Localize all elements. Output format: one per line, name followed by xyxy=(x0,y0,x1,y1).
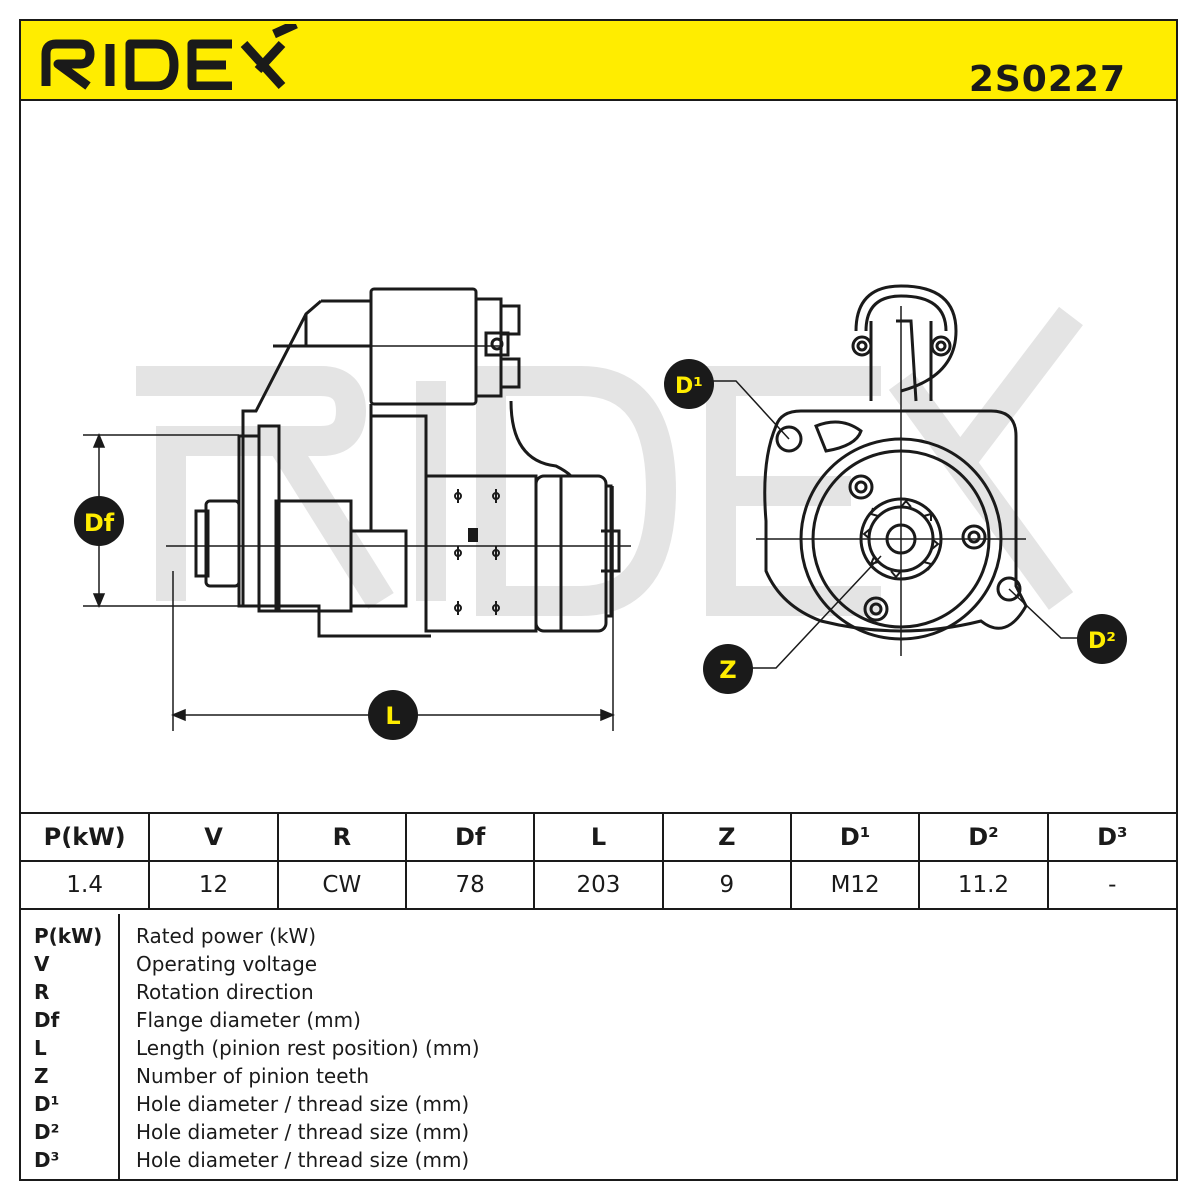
legend-desc: Flange diameter (mm) xyxy=(136,1008,361,1032)
legend-item: V Operating voltage xyxy=(21,952,1176,980)
legend-desc: Rotation direction xyxy=(136,980,314,1004)
spec-header: L xyxy=(533,812,664,862)
legend-desc: Hole diameter / thread size (mm) xyxy=(136,1148,470,1172)
legend-item: Z Number of pinion teeth xyxy=(21,1064,1176,1092)
spec-header: D² xyxy=(918,812,1049,862)
d1-label-bubble xyxy=(664,359,714,409)
spec-value: 203 xyxy=(533,860,664,910)
legend-key: Z xyxy=(34,1064,49,1088)
spec-value: 1.4 xyxy=(21,860,151,910)
starter-side-view xyxy=(166,287,631,638)
legend-item: D¹ Hole diameter / thread size (mm) xyxy=(21,1092,1176,1120)
d2-label-bubble xyxy=(1077,614,1127,664)
legend-desc: Operating voltage xyxy=(136,952,318,976)
legend-key: D¹ xyxy=(34,1092,60,1116)
l-label: L xyxy=(385,702,400,730)
legend-item: D³ Hole diameter / thread size (mm) xyxy=(21,1148,1176,1176)
spec-value: M12 xyxy=(789,860,921,910)
specs-value-row: 1.4 12 CW 78 203 9 M12 11.2 - xyxy=(21,860,1176,910)
specs-table: P(kW) V R Df L Z D¹ D² D³ 1.4 12 CW 78 2… xyxy=(21,812,1176,910)
df-label: Df xyxy=(84,509,115,537)
legend-key: D² xyxy=(34,1120,60,1144)
spec-header: D³ xyxy=(1046,812,1176,862)
spec-header: P(kW) xyxy=(21,812,151,862)
legend-key: R xyxy=(34,980,50,1004)
l-label-bubble xyxy=(368,690,418,740)
spec-value: CW xyxy=(276,860,407,910)
spec-value: 9 xyxy=(661,860,792,910)
legend-key: P(kW) xyxy=(34,924,103,948)
spec-header: Z xyxy=(661,812,792,862)
starter-front-view xyxy=(756,284,1028,656)
spec-value: 78 xyxy=(404,860,536,910)
legend-key: Df xyxy=(34,1008,60,1032)
df-label-bubble xyxy=(74,496,124,546)
legend-desc: Rated power (kW) xyxy=(136,924,317,948)
brand-logo xyxy=(41,24,298,90)
z-label: Z xyxy=(719,656,736,684)
legend-item: P(kW) Rated power (kW) xyxy=(21,924,1176,952)
technical-drawing: Df L D¹ xyxy=(74,284,1127,740)
legend-desc: Hole diameter / thread size (mm) xyxy=(136,1120,470,1144)
legend-desc: Number of pinion teeth xyxy=(136,1064,370,1088)
spec-value: 12 xyxy=(148,860,279,910)
legend-item: R Rotation direction xyxy=(21,980,1176,1008)
z-label-bubble xyxy=(703,644,753,694)
d1-label: D¹ xyxy=(675,374,703,399)
spec-header: R xyxy=(276,812,407,862)
legend: P(kW) Rated power (kW) V Operating volta… xyxy=(21,914,1176,1179)
d2-label: D² xyxy=(1088,629,1116,654)
spec-header: Df xyxy=(404,812,536,862)
spec-value: 11.2 xyxy=(918,860,1049,910)
ridex-watermark xyxy=(136,306,1083,616)
spec-header: D¹ xyxy=(789,812,921,862)
legend-item: L Length (pinion rest position) (mm) xyxy=(21,1036,1176,1064)
legend-desc: Length (pinion rest position) (mm) xyxy=(136,1036,480,1060)
legend-desc: Hole diameter / thread size (mm) xyxy=(136,1092,470,1116)
d2-leader xyxy=(1008,588,1081,639)
d1-leader xyxy=(709,380,790,440)
spec-value: - xyxy=(1046,860,1176,910)
legend-key: D³ xyxy=(34,1148,60,1172)
legend-divider xyxy=(118,914,120,1179)
legend-key: V xyxy=(34,952,50,976)
z-leader xyxy=(751,555,882,669)
part-number: 2S0227 xyxy=(968,59,1126,100)
legend-item: Df Flange diameter (mm) xyxy=(21,1008,1176,1036)
specs-header-row: P(kW) V R Df L Z D¹ D² D³ xyxy=(21,812,1176,862)
spec-header: V xyxy=(148,812,279,862)
legend-key: L xyxy=(34,1036,47,1060)
page-frame xyxy=(19,19,1178,1181)
legend-item: D² Hole diameter / thread size (mm) xyxy=(21,1120,1176,1148)
